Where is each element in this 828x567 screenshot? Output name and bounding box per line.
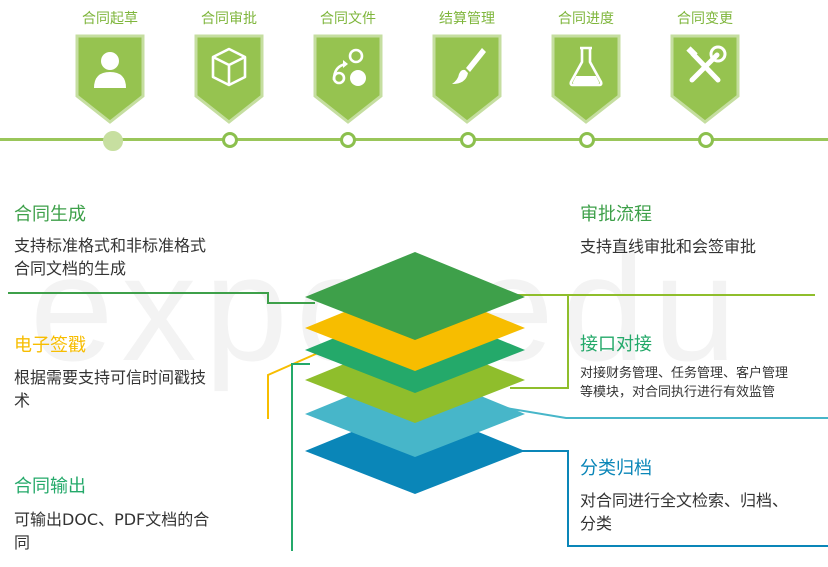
stage-contract-files[interactable]: 合同文件 <box>289 0 407 124</box>
feature-desc-line: 合同文档的生成 <box>14 259 127 278</box>
timeline <box>0 138 828 141</box>
feature-desc-line: 同 <box>14 533 31 552</box>
tools-icon <box>670 34 740 124</box>
feature-desc-line: 等模块，对合同执行进行有效监管 <box>580 385 776 400</box>
stage-label: 合同文件 <box>320 11 376 27</box>
feature-desc-line: 术 <box>14 391 31 410</box>
brush-icon <box>432 34 502 124</box>
feature-desc-line: 支持标准格式和非标准格式 <box>14 236 207 255</box>
feature-desc-esign: 根据需要支持可信时间戳技 术 <box>14 366 206 412</box>
feature-desc-line: 对合同进行全文检索、归档、 <box>580 491 789 510</box>
recycle-shapes-icon <box>313 34 383 124</box>
stage-label: 结算管理 <box>439 11 495 27</box>
flask-icon <box>551 34 621 124</box>
timeline-dot[interactable] <box>460 132 476 148</box>
stage-contract-approval[interactable]: 合同审批 <box>170 0 288 124</box>
feature-title-esign: 电子签戳 <box>14 335 86 356</box>
connector-line-archive <box>505 450 828 547</box>
feature-title-output: 合同输出 <box>14 476 86 497</box>
timeline-dot[interactable] <box>698 132 714 148</box>
feature-desc-approval: 支持直线审批和会签审批 <box>580 235 756 258</box>
feature-desc-line: 对接财务管理、任务管理、客户管理 <box>580 366 789 381</box>
connector-line-esign <box>267 352 319 419</box>
stage-contract-change[interactable]: 合同变更 <box>646 0 764 124</box>
stage-label: 合同变更 <box>677 11 733 27</box>
feature-desc-line: 支持直线审批和会签审批 <box>580 237 757 256</box>
feature-desc-output: 可输出DOC、PDF文档的合 同 <box>14 508 209 554</box>
timeline-dot[interactable] <box>222 132 238 148</box>
connector-line-output <box>291 363 310 551</box>
stage-settlement[interactable]: 结算管理 <box>408 0 526 124</box>
feature-title-draft-gen: 合同生成 <box>14 204 86 225</box>
feature-desc-line: 根据需要支持可信时间戳技 <box>14 368 207 387</box>
stage-label: 合同审批 <box>201 11 257 27</box>
connector-line-interface-bottom <box>499 406 828 419</box>
connector-line-interface <box>510 294 569 389</box>
person-icon <box>75 34 145 124</box>
stage-label: 合同进度 <box>558 11 614 27</box>
cube-icon <box>194 34 264 124</box>
feature-desc-line: 分类 <box>580 514 613 533</box>
feature-desc-draft-gen: 支持标准格式和非标准格式 合同文档的生成 <box>14 234 206 280</box>
feature-title-approval: 审批流程 <box>580 204 652 225</box>
feature-desc-line: 可输出DOC、PDF文档的合 <box>14 510 210 529</box>
timeline-dot[interactable] <box>340 132 356 148</box>
feature-desc-interface: 对接财务管理、任务管理、客户管理 等模块，对合同执行进行有效监管 <box>580 364 788 402</box>
feature-desc-archive: 对合同进行全文检索、归档、 分类 <box>580 489 788 535</box>
connector-line-draft <box>8 292 315 304</box>
timeline-dot[interactable] <box>103 131 123 151</box>
stage-label: 合同起草 <box>82 11 138 27</box>
feature-title-interface: 接口对接 <box>580 334 652 355</box>
layer-green <box>305 252 525 340</box>
timeline-dot[interactable] <box>579 132 595 148</box>
stage-contract-draft[interactable]: 合同起草 <box>51 0 169 124</box>
feature-title-archive: 分类归档 <box>580 458 652 479</box>
stage-progress[interactable]: 合同进度 <box>527 0 645 124</box>
